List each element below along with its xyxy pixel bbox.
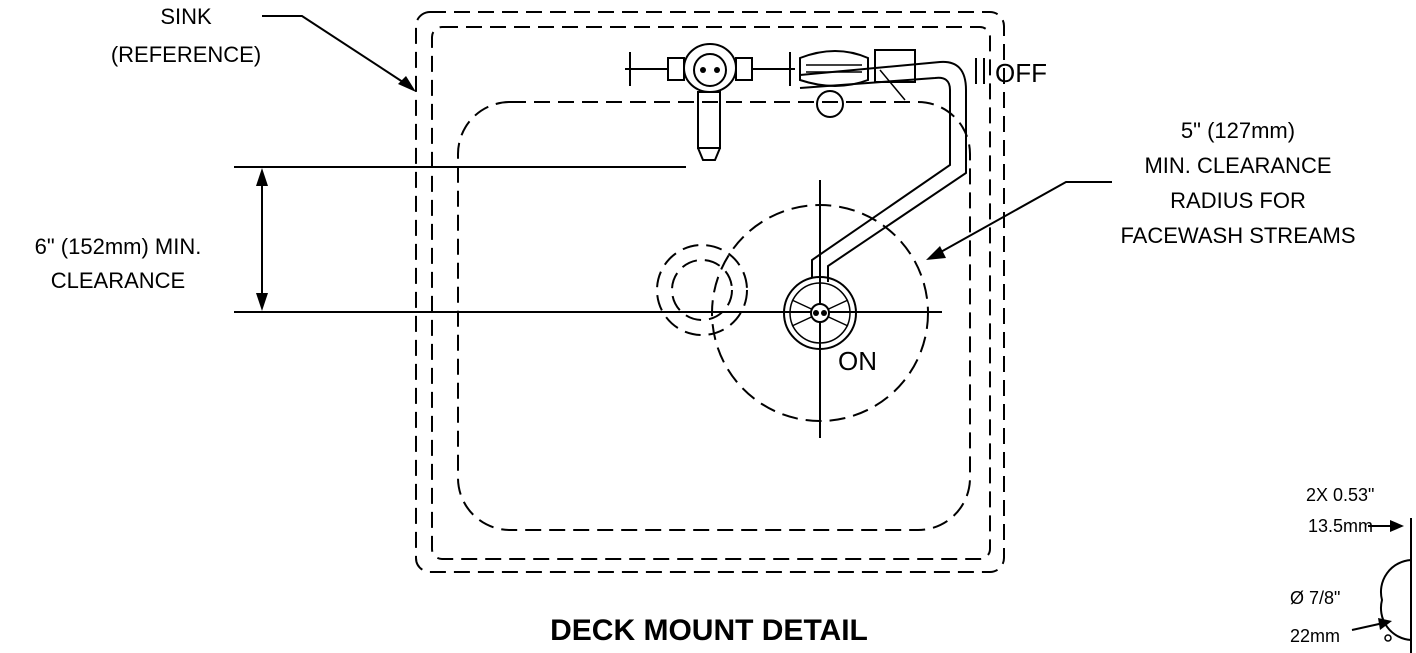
sink-inner-outline [431, 26, 991, 560]
diameter-in-dimension: Ø 7/8" [1290, 588, 1340, 608]
clearance-radius-line3: RADIUS FOR [1170, 188, 1306, 213]
min-clearance-line1: 6" (152mm) MIN. [35, 234, 202, 259]
sink-label-line2: (REFERENCE) [111, 42, 261, 67]
clearance-radius-line2: MIN. CLEARANCE [1144, 153, 1331, 178]
clearance-leader-line [929, 181, 1112, 259]
diameter-mm-dimension: 22mm [1290, 626, 1340, 646]
dimension-arrowhead-top [256, 168, 268, 186]
clearance-radius-line1: 5" (127mm) [1181, 118, 1295, 143]
sink-leader-line [262, 15, 413, 89]
hole-detail [1351, 518, 1412, 653]
off-label: OFF [995, 58, 1047, 88]
hole-outline-outer [656, 244, 748, 336]
clearance-radius-line4: FACEWASH STREAMS [1120, 223, 1355, 248]
mixing-valve [625, 43, 795, 161]
hole-count-dimension: 2X 0.53" [1306, 485, 1374, 505]
drawing-title: DECK MOUNT DETAIL [550, 614, 868, 647]
hole-mm-dimension: 13.5mm [1308, 516, 1373, 536]
facewash-head [783, 276, 857, 350]
sink-basin-outline [457, 101, 971, 531]
on-label: ON [838, 346, 877, 376]
valve-assembly [799, 49, 916, 118]
swing-arm-pipe [799, 60, 967, 282]
sink-label-line1: SINK [160, 4, 212, 29]
dimension-arrowhead-bottom [256, 293, 268, 311]
min-clearance-line2: CLEARANCE [51, 268, 185, 293]
clearance-radius-circle [711, 204, 929, 422]
clearance-leader-arrowhead [926, 246, 946, 260]
hole-outline-inner [671, 259, 733, 321]
sink-leader-arrowhead [398, 76, 416, 92]
sink-outer-outline [415, 11, 1005, 573]
